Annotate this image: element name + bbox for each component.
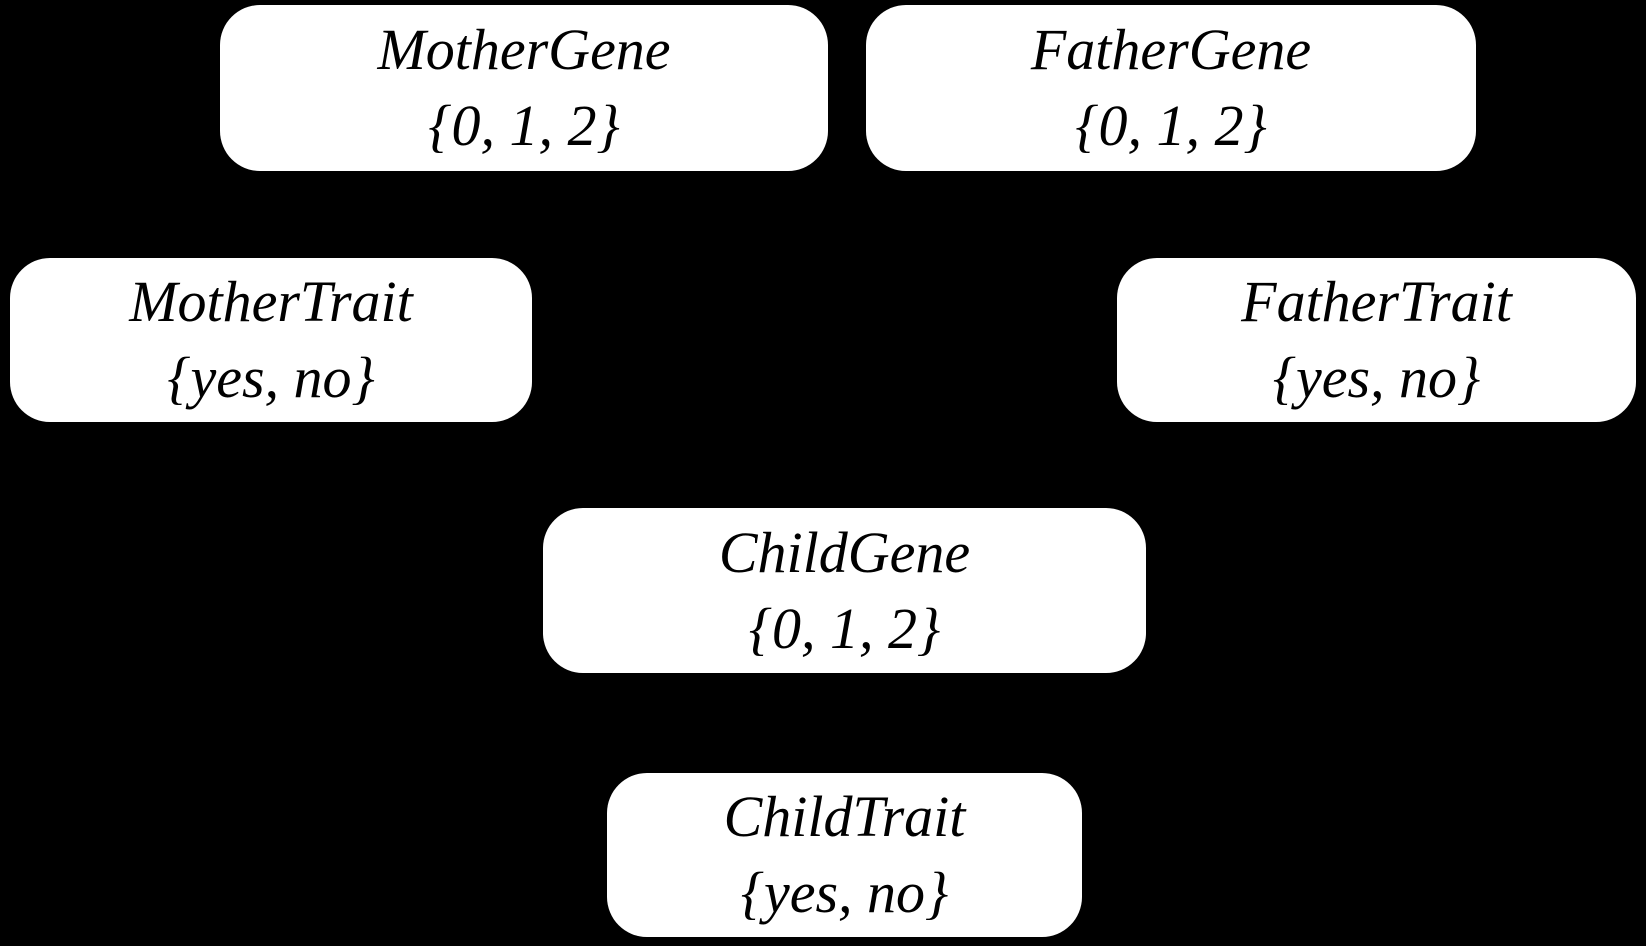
node-label: ChildGene — [718, 519, 971, 585]
node-mother-trait: MotherTrait {yes, no} — [10, 258, 532, 422]
node-father-trait: FatherTrait {yes, no} — [1117, 258, 1636, 422]
node-label: MotherGene — [377, 17, 671, 82]
node-domain: {0, 1, 2} — [428, 93, 620, 158]
node-label: FatherTrait — [1241, 269, 1512, 334]
node-domain: {0, 1, 2} — [748, 595, 941, 661]
node-label: FatherGene — [1030, 17, 1312, 82]
node-child-trait: ChildTrait {yes, no} — [607, 773, 1082, 937]
node-label: MotherTrait — [129, 269, 413, 334]
node-child-gene: ChildGene {0, 1, 2} — [543, 508, 1146, 673]
node-domain: {yes, no} — [1272, 345, 1481, 410]
node-mother-gene: MotherGene {0, 1, 2} — [220, 5, 828, 171]
node-domain: {yes, no} — [740, 860, 949, 925]
node-domain: {0, 1, 2} — [1075, 93, 1267, 158]
node-domain: {yes, no} — [167, 345, 375, 410]
node-label: ChildTrait — [723, 784, 966, 849]
node-father-gene: FatherGene {0, 1, 2} — [866, 5, 1476, 171]
